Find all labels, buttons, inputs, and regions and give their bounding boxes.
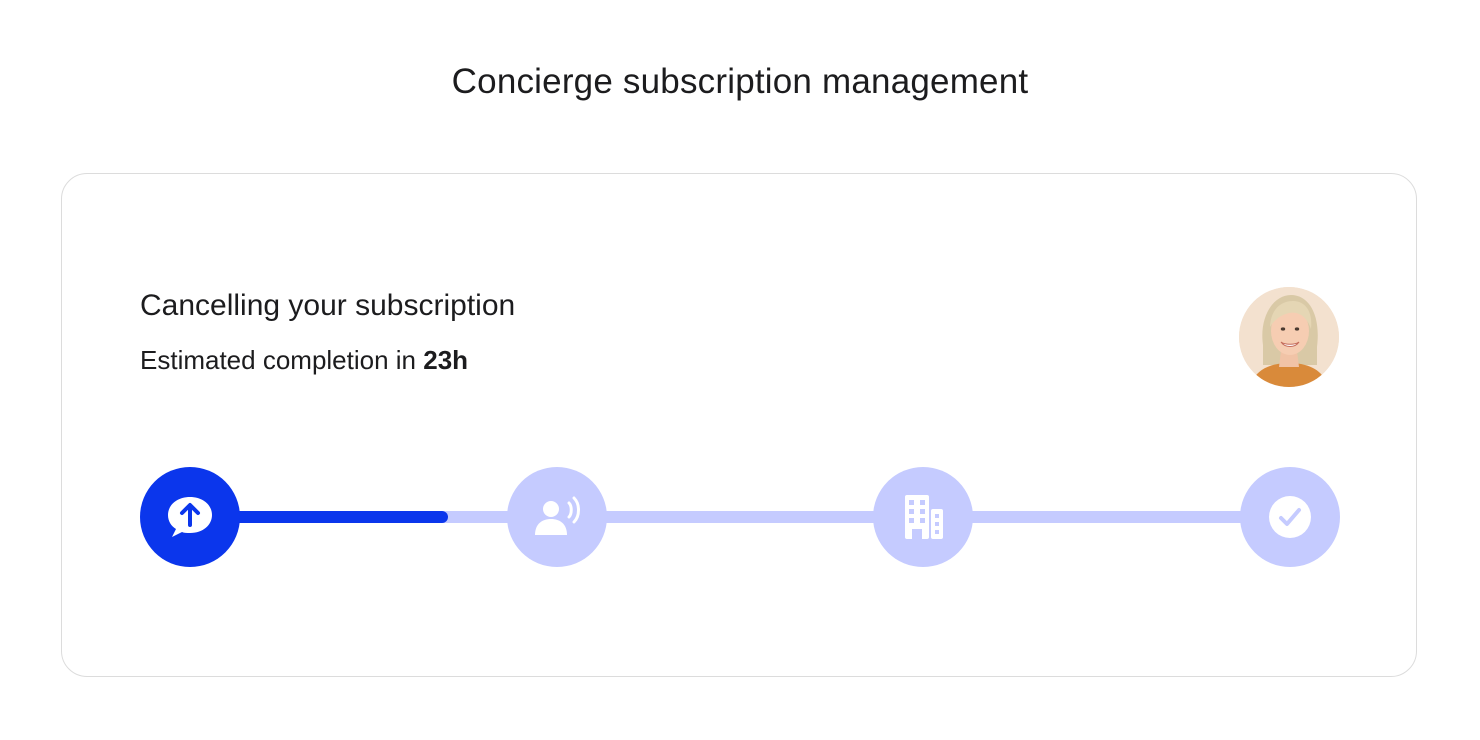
estimate-prefix: Estimated completion in [140,345,424,375]
person-calling-icon [535,496,580,535]
step-request-submitted [140,467,240,567]
building-icon [905,495,943,539]
chat-upload-icon [168,497,212,537]
status-heading: Cancelling your subscription [140,289,516,322]
subscription-status-card: Cancelling your subscription Estimated c… [61,173,1417,677]
step-contacting-provider [507,467,607,567]
progress-fill [182,511,449,523]
estimate-value: 23h [423,345,469,375]
checkmark-icon [1269,496,1311,538]
estimated-completion: Estimated completion in 23h [140,345,468,376]
agent-avatar [1239,287,1339,387]
step-provider-processing [873,467,973,567]
agent-avatar-photo [1239,287,1339,387]
step-completed [1240,467,1340,567]
page-title: Concierge subscription management [451,62,1029,101]
progress-track [182,511,1292,523]
